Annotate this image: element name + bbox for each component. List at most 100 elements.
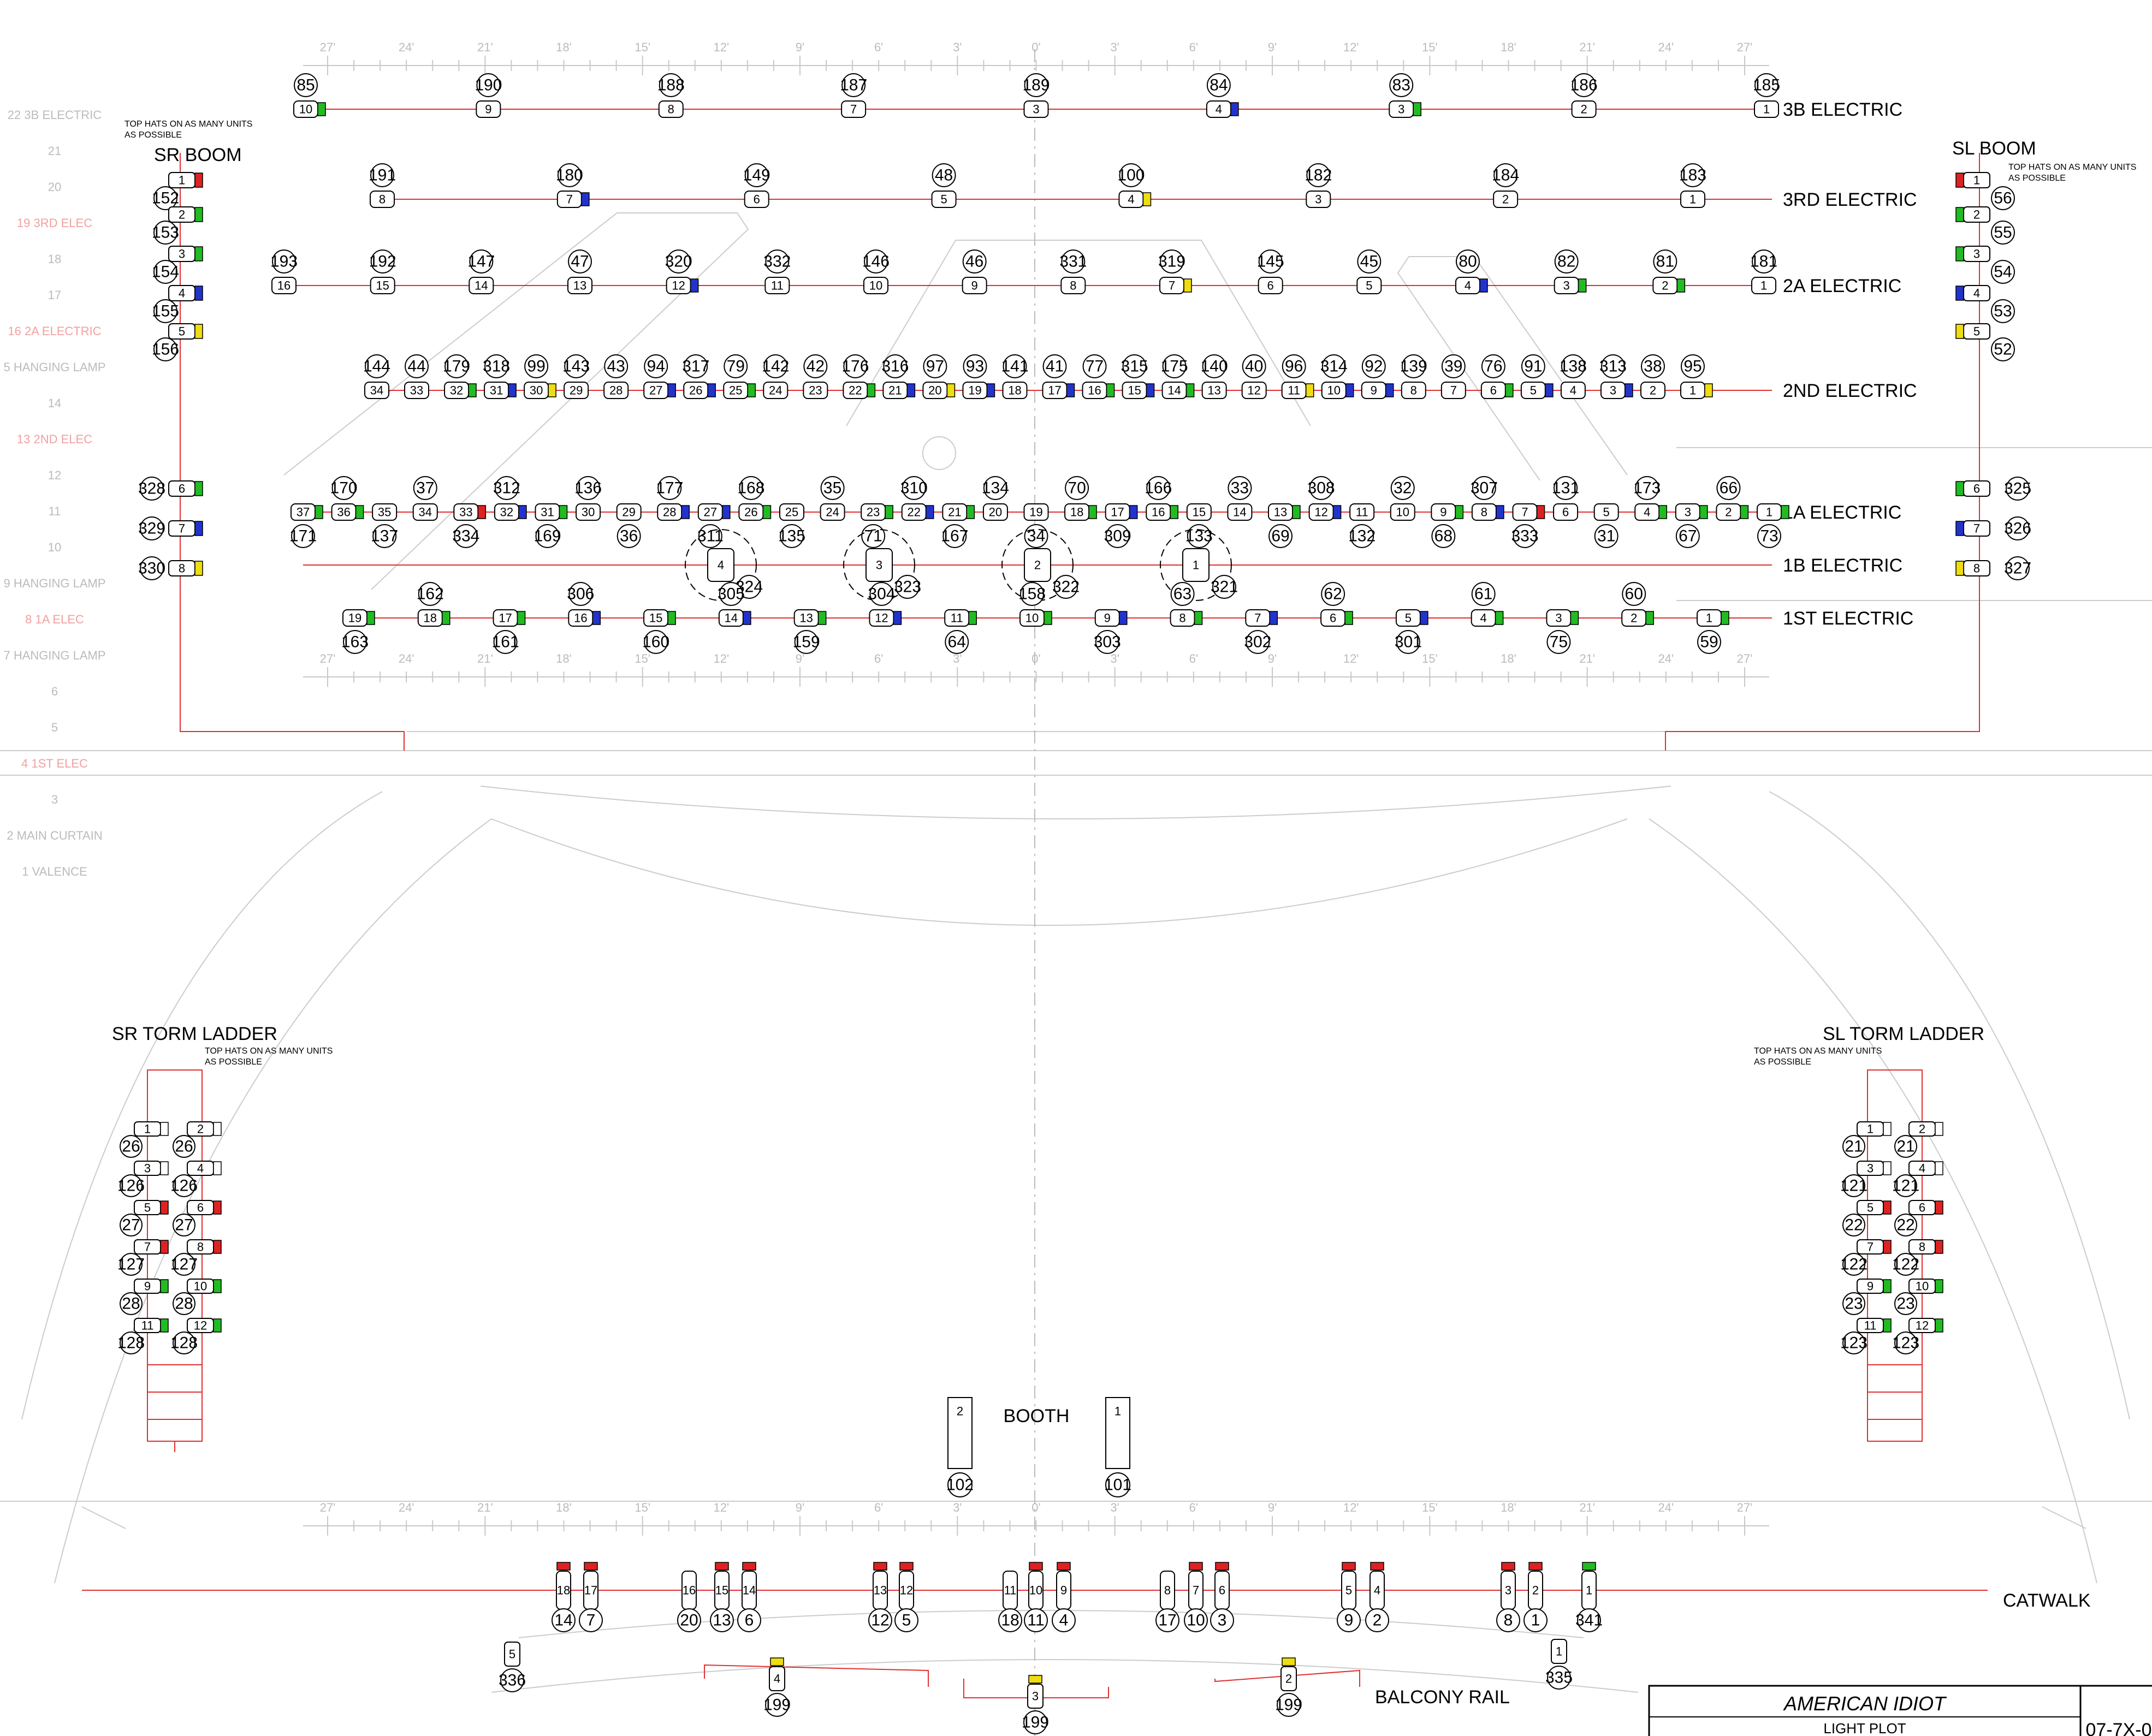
- catwalk-fixture[interactable]: 817: [1155, 1571, 1179, 1632]
- fixture[interactable]: 863: [1170, 582, 1203, 627]
- fixture[interactable]: 382: [1554, 249, 1587, 294]
- fixture[interactable]: 591: [1520, 354, 1554, 399]
- fixture[interactable]: 260: [1621, 582, 1654, 627]
- fixture[interactable]: 195: [1680, 354, 1713, 399]
- fixture[interactable]: 266: [1716, 476, 1749, 521]
- fixture[interactable]: 375: [1546, 609, 1579, 654]
- catwalk-fixture[interactable]: 42: [1365, 1562, 1389, 1632]
- torm-fixture[interactable]: 627: [173, 1200, 222, 1236]
- torm-fixture[interactable]: 622: [1894, 1200, 1943, 1236]
- torm-fixture[interactable]: 126: [120, 1121, 169, 1158]
- catwalk-fixture[interactable]: 94: [1052, 1562, 1076, 1632]
- fixture[interactable]: 461: [1471, 582, 1504, 627]
- catwalk-fixture[interactable]: 125: [894, 1562, 918, 1632]
- boom-fixture[interactable]: 453: [1955, 285, 2015, 323]
- fixture[interactable]: 159: [1697, 609, 1729, 654]
- catwalk-fixture[interactable]: 177: [579, 1562, 603, 1632]
- fixture[interactable]: 676: [1480, 354, 1514, 399]
- fixture[interactable]: 545: [1356, 249, 1382, 294]
- torm-fixture[interactable]: 923: [1842, 1279, 1892, 1315]
- boom-fixture[interactable]: 156: [1955, 172, 2015, 210]
- catwalk-fixture[interactable]: 21: [1523, 1562, 1548, 1632]
- fixture[interactable]: 531: [1593, 503, 1619, 548]
- torm-fixture[interactable]: 522: [1842, 1200, 1892, 1236]
